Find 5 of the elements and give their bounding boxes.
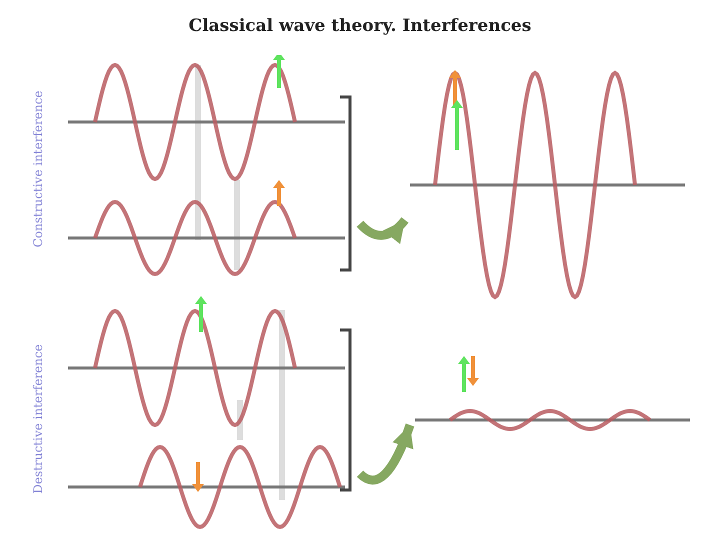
- curved-arrow: [356, 217, 408, 244]
- side-label: Destructive interference: [31, 343, 45, 496]
- side-label: Constructive interference: [31, 90, 45, 250]
- curved-arrow: [357, 423, 414, 484]
- diagram-title: Classical wave theory. Interferences: [188, 16, 532, 36]
